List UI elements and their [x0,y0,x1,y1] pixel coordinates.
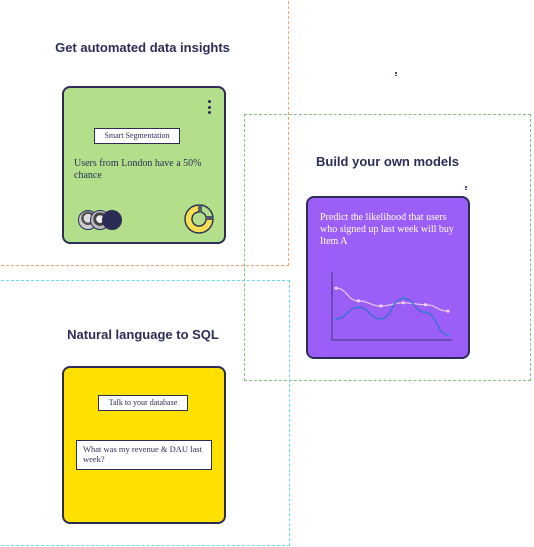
sql-card[interactable]: Talk to your database What was my revenu… [62,366,226,524]
series-1-point-3 [401,296,405,300]
prediction-line-chart [331,272,452,341]
avatar [102,210,122,230]
series-line-0 [335,287,449,312]
prediction-text: Predict the likelihood that users who si… [320,212,454,247]
segmentation-chip[interactable]: Smart Segmentation [94,128,180,144]
series-1-point-2 [379,317,383,321]
decor-dots-top [395,72,397,77]
sql-title: Natural language to SQL [67,327,219,342]
series-1-point-0 [334,317,338,321]
sql-query-input[interactable]: What was my revenue & DAU last week? [76,440,212,470]
insights-title: Get automated data insights [55,40,230,55]
panel-models: Build your own models [244,114,531,381]
panel-insights: Get automated data insights [0,0,289,266]
series-0-point-5 [446,309,450,313]
series-0-point-2 [379,304,383,308]
series-1-point-1 [356,305,360,309]
donut-chart-icon [184,204,214,234]
series-1-point-4 [424,310,428,314]
series-0-point-0 [334,286,338,290]
series-line-1 [335,297,449,336]
decor-dots-models [465,186,467,191]
insights-card[interactable]: Smart Segmentation Users from London hav… [62,86,226,244]
panel-sql: Natural language to SQL [0,280,290,546]
insight-text: Users from London have a 50% chance [74,158,202,181]
series-0-point-3 [401,301,405,305]
talk-to-database-chip[interactable]: Talk to your database [98,395,188,411]
avatar-group [78,210,128,240]
series-0-point-1 [356,299,360,303]
series-1-point-5 [446,333,450,337]
models-title: Build your own models [315,154,459,169]
series-0-point-4 [424,303,428,307]
models-card[interactable]: Predict the likelihood that users who si… [306,196,470,359]
kebab-menu-icon[interactable] [208,100,212,117]
